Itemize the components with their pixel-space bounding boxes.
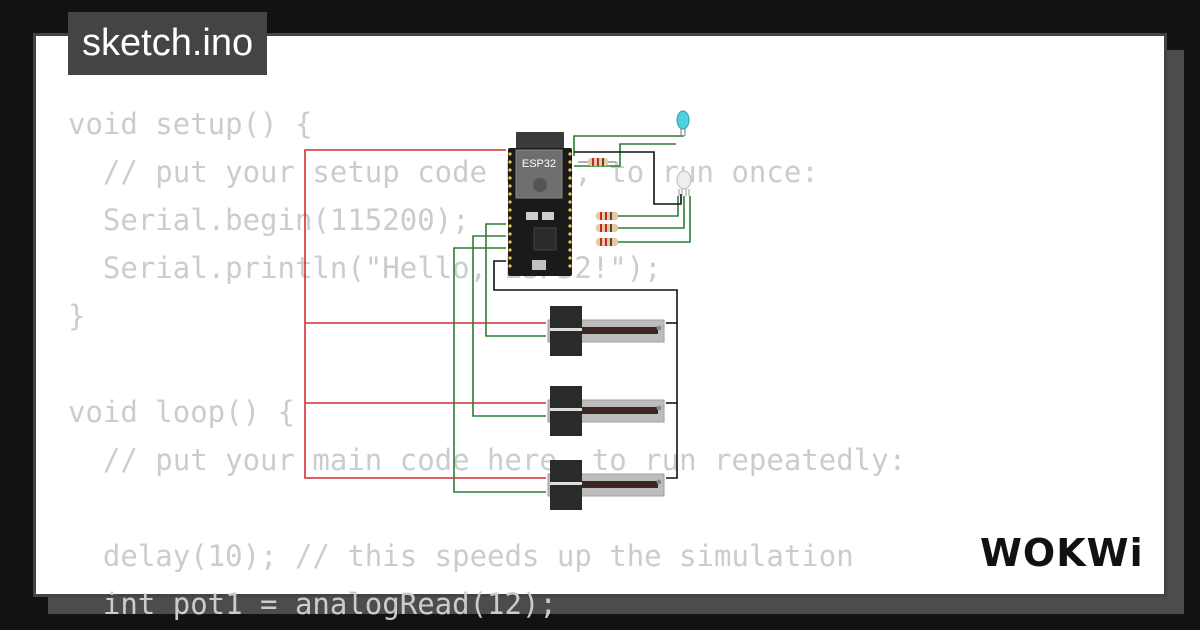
code-line: } [68,299,86,333]
wires-black [493,151,682,479]
wires-green [453,135,691,493]
esp32-board-icon[interactable]: ESP32 [508,132,572,276]
code-line: int pot1 = analogRead(12); [68,587,557,621]
resistor-icon[interactable] [596,212,618,220]
potentiometer-icon[interactable] [547,460,665,510]
file-name-tab[interactable]: sketch.ino [68,12,268,75]
potentiometer-icon[interactable] [547,306,665,356]
potentiometer-icon[interactable] [547,386,665,436]
circuit-diagram[interactable]: ESP32 [36,36,1170,600]
code-line: // put your main code here, to run repea… [68,443,907,477]
preview-card: void setup() { // put your setup code he… [33,33,1170,621]
wokwi-logo: WOKWi [980,531,1144,575]
code-line: Serial.begin(115200); [68,203,470,237]
wires-red [304,149,546,479]
code-line: Serial.println("Hello, ESP32!"); [68,251,662,285]
resistor-icon[interactable] [596,238,618,246]
code-editor[interactable]: void setup() { // put your setup code he… [68,100,906,628]
board-label: ESP32 [522,158,556,170]
resistor-icon[interactable] [578,158,616,166]
logo-text: WOKWi [980,531,1144,575]
code-line: void setup() { [68,107,313,141]
code-line: void loop() { [68,395,295,429]
resistor-icon[interactable] [596,224,618,232]
led-icon[interactable] [676,110,690,136]
code-line: delay(10); // this speeds up the simulat… [68,539,854,573]
rgb-led-icon[interactable] [676,170,692,196]
